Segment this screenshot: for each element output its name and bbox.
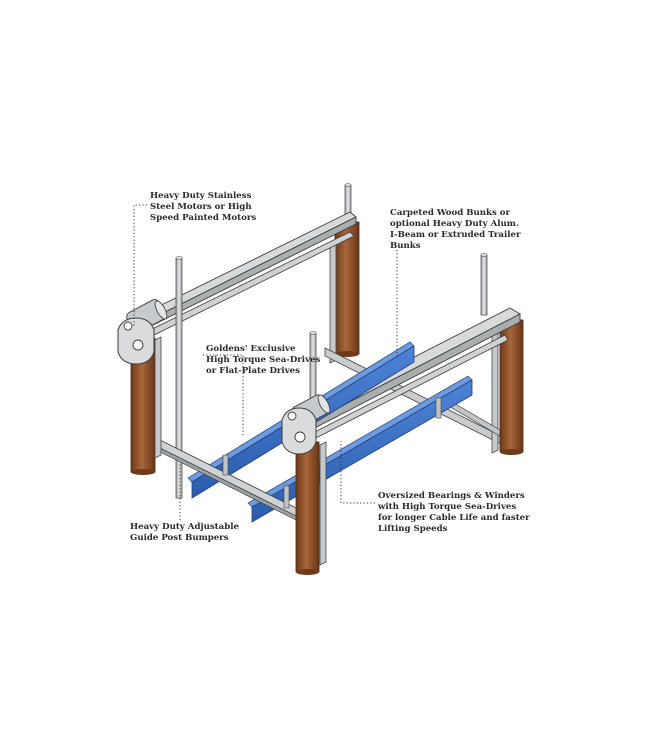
callout-line: for longer Cable Life and faster xyxy=(378,513,530,523)
callout-drives: Goldens' Exclusive High Torque Sea-Drive… xyxy=(206,344,320,377)
winder-left xyxy=(117,317,155,365)
leader-motors xyxy=(133,204,147,327)
callout-line: Speed Painted Motors xyxy=(150,213,257,223)
callout-line: Carpeted Wood Bunks or xyxy=(390,208,511,218)
callout-line: Steel Motors or High xyxy=(150,202,252,212)
callout-line: Lifting Speeds xyxy=(378,524,448,534)
callout-line: Bunks xyxy=(390,241,421,251)
callout-line: Oversized Bearings & Winders xyxy=(378,491,525,501)
callout-line: Goldens' Exclusive xyxy=(206,344,296,354)
callout-line: or Flat-Plate Drives xyxy=(206,366,300,376)
callout-bumpers: Heavy Duty Adjustable Guide Post Bumpers xyxy=(130,522,239,544)
bunk-bracket xyxy=(283,485,290,509)
piling-front-right xyxy=(295,441,320,575)
callout-line: Heavy Duty Adjustable xyxy=(130,522,239,532)
callout-line: High Torque Sea-Drives xyxy=(206,355,321,365)
bunk-bracket xyxy=(435,397,442,419)
callout-line: Heavy Duty Stainless xyxy=(150,191,252,201)
callout-line: optional Heavy Duty Alum. xyxy=(390,219,519,229)
winder-right xyxy=(281,407,317,455)
callout-bunks: Carpeted Wood Bunks or optional Heavy Du… xyxy=(390,208,521,252)
callout-line: I-Beam or Extruded Trailer xyxy=(390,230,521,240)
leader-bearings xyxy=(340,441,375,504)
top-rail-left xyxy=(134,211,357,332)
callout-motors: Heavy Duty Stainless Steel Motors or Hig… xyxy=(150,191,256,224)
frame-front-left-leg xyxy=(154,336,162,459)
piling-back-right xyxy=(499,319,524,455)
callout-line: with High Torque Sea-Drives xyxy=(378,502,517,512)
callout-bearings: Oversized Bearings & Winders with High T… xyxy=(378,491,530,535)
bunk-bracket xyxy=(222,454,229,476)
frame-back-left-leg xyxy=(329,241,337,364)
guide-post-back-right xyxy=(480,254,488,316)
piling-back-left xyxy=(334,221,360,357)
callout-line: Guide Post Bumpers xyxy=(130,533,229,543)
frame-front-right-leg xyxy=(319,441,327,566)
top-rail-left-lower xyxy=(139,231,355,341)
